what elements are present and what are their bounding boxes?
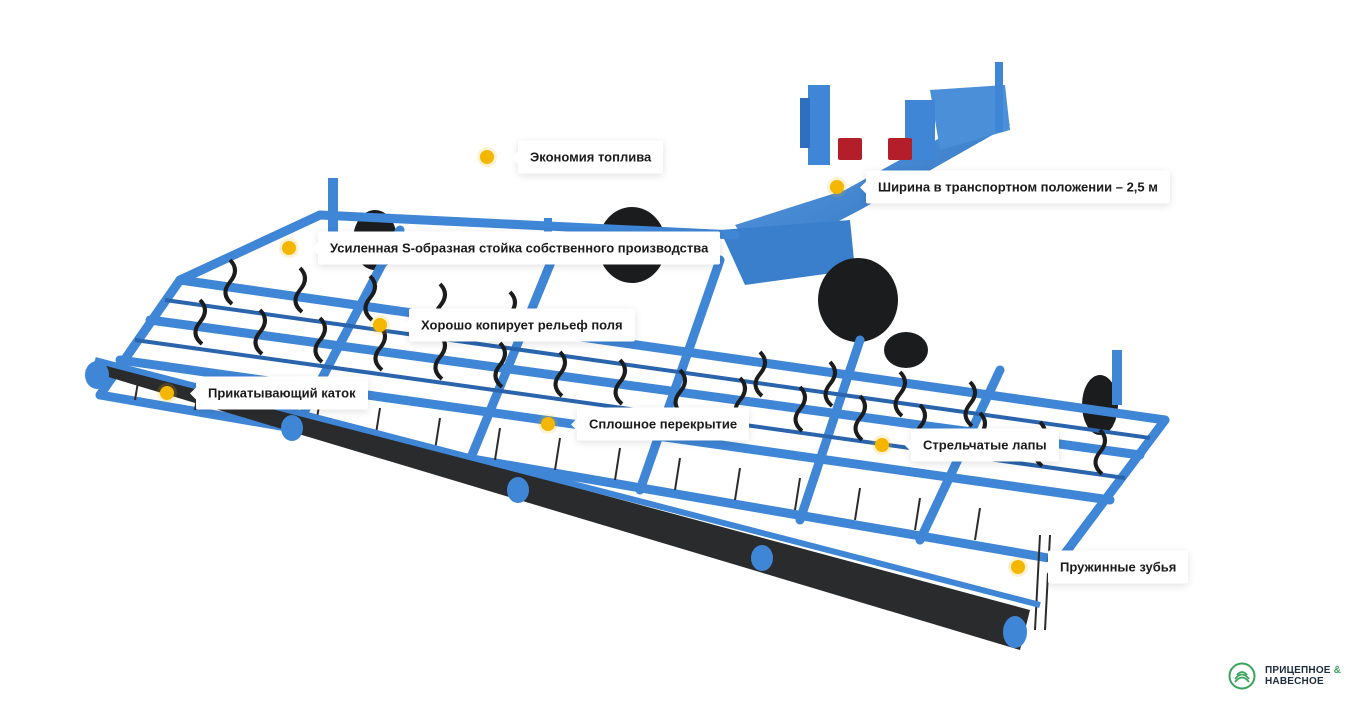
leaf-seal-icon [1228, 662, 1256, 690]
hotspot-dot-icon[interactable] [282, 241, 296, 255]
hotspot-label: Пружинные зубья [1041, 550, 1189, 584]
hotspot-sweep-shares[interactable]: Стрельчатые лапы [875, 428, 1059, 462]
hotspot-label: Прикатывающий каток [190, 376, 368, 410]
hotspot-dot-icon[interactable] [541, 417, 555, 431]
hotspot-fuel-economy[interactable]: Экономия топлива [480, 140, 664, 174]
hitch-light-right-icon [888, 138, 912, 160]
logo-text: ПРИЦЕПНОЕ & НАВЕСНОЕ [1265, 665, 1341, 687]
hotspot-dot-icon[interactable] [1011, 560, 1025, 574]
hotspot-dot-icon[interactable] [373, 318, 387, 332]
hotspot-full-overlap[interactable]: Сплошное перекрытие [541, 407, 750, 441]
hotspot-packer-roller[interactable]: Прикатывающий каток [160, 376, 368, 410]
hotspot-label: Усиленная S-образная стойка собственного… [311, 231, 721, 265]
hotspot-label: Стрельчатые лапы [905, 428, 1059, 462]
logo-line1: ПРИЦЕПНОЕ [1265, 665, 1331, 676]
brand-logo[interactable]: ПРИЦЕПНОЕ & НАВЕСНОЕ [1228, 662, 1341, 690]
hotspot-dot-icon[interactable] [875, 438, 889, 452]
hotspot-transport-width[interactable]: Ширина в транспортном положении – 2,5 м [830, 170, 1170, 204]
hotspot-label: Ширина в транспортном положении – 2,5 м [860, 170, 1170, 204]
hotspot-dot-icon[interactable] [830, 180, 844, 194]
hotspot-dot-icon[interactable] [480, 150, 494, 164]
logo-amp: & [1333, 665, 1342, 676]
hotspot-dot-icon[interactable] [160, 386, 174, 400]
hotspot-terrain-following[interactable]: Хорошо копирует рельеф поля [373, 308, 635, 342]
hotspot-label: Сплошное перекрытие [570, 407, 750, 441]
packer-roller [85, 361, 1030, 650]
hitch-light-left-icon [838, 138, 862, 160]
hotspot-label: Хорошо копирует рельеф поля [403, 308, 635, 342]
logo-line2: НАВЕСНОЕ [1265, 676, 1324, 687]
hotspot-s-tine[interactable]: Усиленная S-образная стойка собственного… [282, 231, 721, 265]
hotspot-spring-tines[interactable]: Пружинные зубья [1011, 550, 1189, 584]
hotspot-label: Экономия топлива [511, 140, 664, 174]
